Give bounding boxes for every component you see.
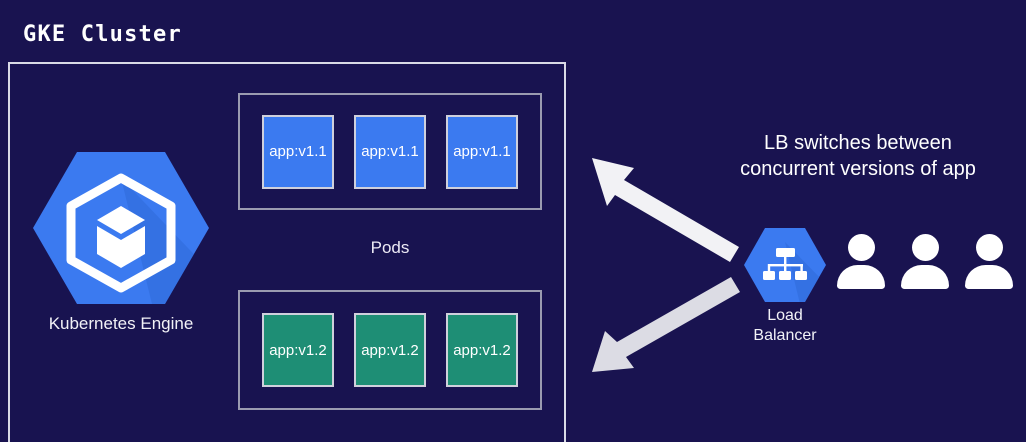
user-icon-1 xyxy=(836,234,886,289)
kubernetes-engine-icon xyxy=(33,148,209,308)
pod-v12-1: app:v1.2 xyxy=(262,313,334,387)
lb-caption-line1: LB switches between xyxy=(764,132,952,154)
load-balancer-label-line1: Load xyxy=(767,307,803,324)
page-title: GKE Cluster xyxy=(23,22,182,47)
load-balancer-label-line2: Balancer xyxy=(753,326,817,344)
kubernetes-engine-node: Kubernetes Engine xyxy=(26,148,216,334)
arrow-lb-to-v12 xyxy=(592,277,740,372)
pod-group-v12: app:v1.2 app:v1.2 app:v1.2 xyxy=(238,290,542,410)
pod-v11-1: app:v1.1 xyxy=(262,114,334,189)
lb-caption: LB switches between concurrent versions … xyxy=(690,131,1026,182)
load-balancer-label: Load Balancer xyxy=(735,306,835,345)
user-icon-3 xyxy=(964,234,1014,289)
kubernetes-engine-label: Kubernetes Engine xyxy=(48,314,194,333)
load-balancer-icon xyxy=(744,226,826,304)
user-body xyxy=(965,265,1013,289)
user-head xyxy=(976,234,1003,261)
load-balancer-node: Load Balancer xyxy=(735,226,835,345)
users-group xyxy=(836,234,1014,290)
user-icon-2 xyxy=(900,234,950,289)
user-head xyxy=(912,234,939,261)
user-body xyxy=(901,265,949,289)
pod-v12-3: app:v1.2 xyxy=(446,313,518,387)
user-head xyxy=(848,234,875,261)
pod-v11-3: app:v1.1 xyxy=(446,114,518,189)
pod-group-v11: app:v1.1 app:v1.1 app:v1.1 xyxy=(238,93,542,210)
pod-v12-2: app:v1.2 xyxy=(354,313,426,387)
pods-label: Pods xyxy=(370,238,410,257)
user-body xyxy=(837,265,885,289)
lb-caption-line2: concurrent versions of app xyxy=(740,157,976,180)
pod-v11-2: app:v1.1 xyxy=(354,114,426,189)
